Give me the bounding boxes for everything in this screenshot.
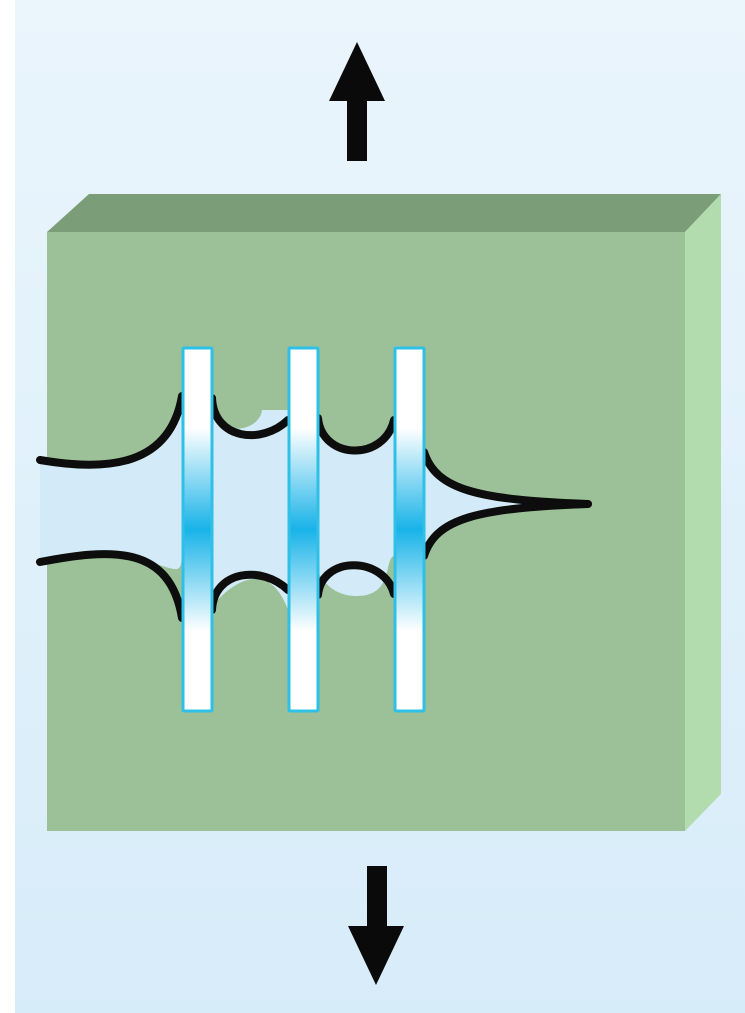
plate-top-face [47,194,721,232]
bridging-fiber [289,348,318,711]
plate-side-face [685,194,721,831]
bridging-fiber [395,348,424,711]
bridging-fiber [183,348,212,711]
